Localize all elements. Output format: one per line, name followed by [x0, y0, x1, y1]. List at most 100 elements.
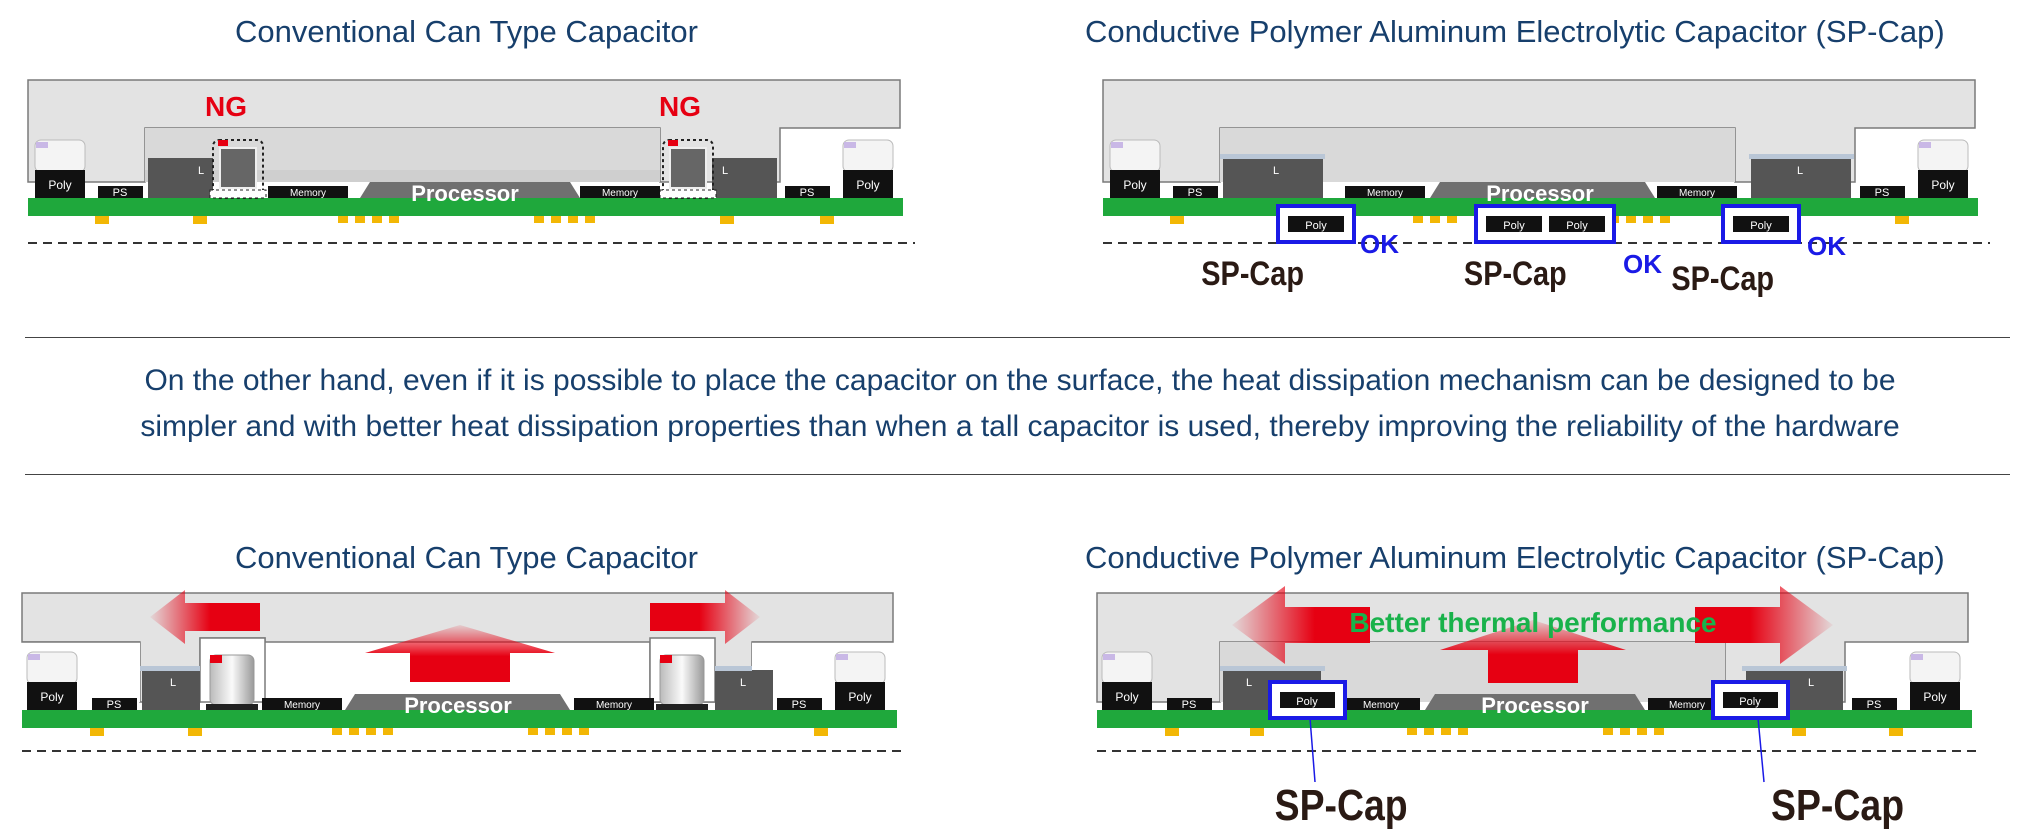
- svg-text:Poly: Poly: [1123, 178, 1146, 192]
- processor: Processor: [345, 693, 570, 718]
- memory-left: Memory: [1345, 186, 1425, 199]
- svg-text:Memory: Memory: [1367, 188, 1403, 199]
- sp-cap-ok-1: Poly: [1276, 204, 1356, 244]
- memory-left: Memory: [262, 698, 342, 711]
- memory-right: Memory: [1648, 698, 1726, 711]
- poly-cap-left: Poly: [1101, 651, 1153, 710]
- can-cap-right: [656, 654, 708, 710]
- svg-text:L: L: [1246, 677, 1252, 689]
- svg-text:PS: PS: [113, 187, 128, 199]
- svg-text:Poly: Poly: [856, 178, 879, 192]
- ng-label-left: NG: [205, 91, 247, 122]
- ok-label-2: OK: [1623, 249, 1662, 279]
- inductor-left: L: [142, 670, 200, 710]
- heat-arrow-left: [150, 590, 260, 644]
- divider-top: [25, 337, 2010, 338]
- heat-arrow-left: [1232, 586, 1370, 664]
- inductor-right: L: [715, 670, 773, 710]
- svg-text:Processor: Processor: [404, 693, 512, 718]
- poly-cap-left: Poly: [34, 139, 86, 198]
- sp-cap-label-3: SP-Cap: [1671, 259, 1774, 298]
- processor: Processor: [360, 181, 580, 206]
- heat-arrow-right: [1695, 586, 1833, 664]
- diagram-top-left: Poly Poly PS PS L L NG NG Memory Memory …: [27, 79, 915, 244]
- svg-text:Memory: Memory: [290, 188, 326, 199]
- inductor-left: L: [1223, 158, 1323, 198]
- sp-cap-label-2: SP-Cap: [1464, 254, 1567, 293]
- sp-cap-ok-3: Poly: [1721, 204, 1801, 244]
- svg-text:Memory: Memory: [602, 188, 638, 199]
- svg-text:Processor: Processor: [411, 181, 519, 206]
- svg-text:Poly: Poly: [1739, 696, 1761, 708]
- sp-cap-label-1: SP-Cap: [1201, 254, 1304, 293]
- poly-cap-left: Poly: [26, 651, 78, 710]
- title-top-right: Conductive Polymer Aluminum Electrolytic…: [1085, 14, 1945, 49]
- can-cap-ng-left: [209, 139, 267, 199]
- poly-cap-right: Poly: [842, 139, 894, 198]
- ps-left: PS: [1173, 186, 1218, 199]
- svg-text:PS: PS: [1182, 699, 1197, 711]
- ps-right: PS: [1860, 186, 1905, 199]
- processor: Processor: [1430, 181, 1655, 206]
- ng-label-right: NG: [659, 91, 701, 122]
- svg-text:PS: PS: [1867, 699, 1882, 711]
- svg-text:L: L: [170, 677, 176, 689]
- sp-cap-leader-right: [1757, 717, 1765, 783]
- poly-cap-right: Poly: [1917, 139, 1969, 198]
- svg-text:PS: PS: [792, 699, 807, 711]
- memory-right: Memory: [1657, 186, 1737, 199]
- svg-text:L: L: [1273, 165, 1279, 177]
- svg-text:Poly: Poly: [1115, 690, 1138, 704]
- sp-cap-label-right: SP-Cap: [1771, 780, 1904, 830]
- ps-left: PS: [92, 698, 137, 711]
- svg-text:Poly: Poly: [1305, 220, 1327, 232]
- ps-left: PS: [1167, 698, 1212, 711]
- svg-text:Poly: Poly: [1923, 690, 1946, 704]
- svg-text:Memory: Memory: [1669, 700, 1705, 711]
- svg-text:L: L: [1797, 165, 1803, 177]
- inductor-right: L: [1751, 158, 1851, 198]
- divider-bottom: [25, 474, 2010, 475]
- ps-right: PS: [785, 186, 830, 199]
- svg-text:Poly: Poly: [1750, 220, 1772, 232]
- processor: Processor: [1425, 693, 1645, 718]
- svg-text:Poly: Poly: [1296, 696, 1318, 708]
- svg-text:Processor: Processor: [1486, 181, 1594, 206]
- diagram-bottom-right: Better thermal performance Poly Poly PS …: [1096, 586, 1980, 830]
- diagram-bottom-left: Poly Poly PS PS L L Memory Memory Proces…: [21, 590, 905, 752]
- svg-text:PS: PS: [800, 187, 815, 199]
- svg-text:Poly: Poly: [848, 690, 871, 704]
- ps-right: PS: [1852, 698, 1897, 711]
- poly-cap-left: Poly: [1109, 139, 1161, 198]
- sp-cap-label-left: SP-Cap: [1275, 780, 1408, 830]
- svg-text:Memory: Memory: [1679, 188, 1715, 199]
- inductor-left: L: [148, 158, 213, 198]
- svg-text:Processor: Processor: [1481, 693, 1589, 718]
- svg-text:Memory: Memory: [284, 700, 320, 711]
- memory-right: Memory: [574, 698, 654, 711]
- svg-text:Poly: Poly: [48, 178, 71, 192]
- poly-cap-right: Poly: [1909, 651, 1961, 710]
- sp-cap-ok-2: Poly Poly: [1474, 204, 1616, 244]
- can-cap-ng-right: [659, 139, 717, 199]
- svg-text:L: L: [740, 677, 746, 689]
- ok-label-3: OK: [1807, 231, 1846, 261]
- svg-text:Memory: Memory: [1363, 700, 1399, 711]
- poly-cap-right: Poly: [834, 651, 886, 710]
- svg-text:L: L: [198, 165, 204, 177]
- title-bottom-left: Conventional Can Type Capacitor: [235, 540, 698, 575]
- description: On the other hand, even if it is possibl…: [40, 358, 2000, 450]
- description-line-1: On the other hand, even if it is possibl…: [144, 364, 1896, 397]
- heat-arrow-up: [1440, 620, 1626, 683]
- ok-label-1: OK: [1360, 229, 1399, 259]
- board: [28, 198, 903, 216]
- svg-text:PS: PS: [1188, 187, 1203, 199]
- svg-text:L: L: [722, 165, 728, 177]
- svg-text:PS: PS: [1875, 187, 1890, 199]
- sp-cap-right: Poly: [1711, 680, 1790, 720]
- ps-right: PS: [777, 698, 822, 711]
- svg-text:L: L: [1808, 677, 1814, 689]
- title-top-left: Conventional Can Type Capacitor: [235, 14, 698, 49]
- svg-text:Memory: Memory: [596, 700, 632, 711]
- inductor-right: L: [712, 158, 777, 198]
